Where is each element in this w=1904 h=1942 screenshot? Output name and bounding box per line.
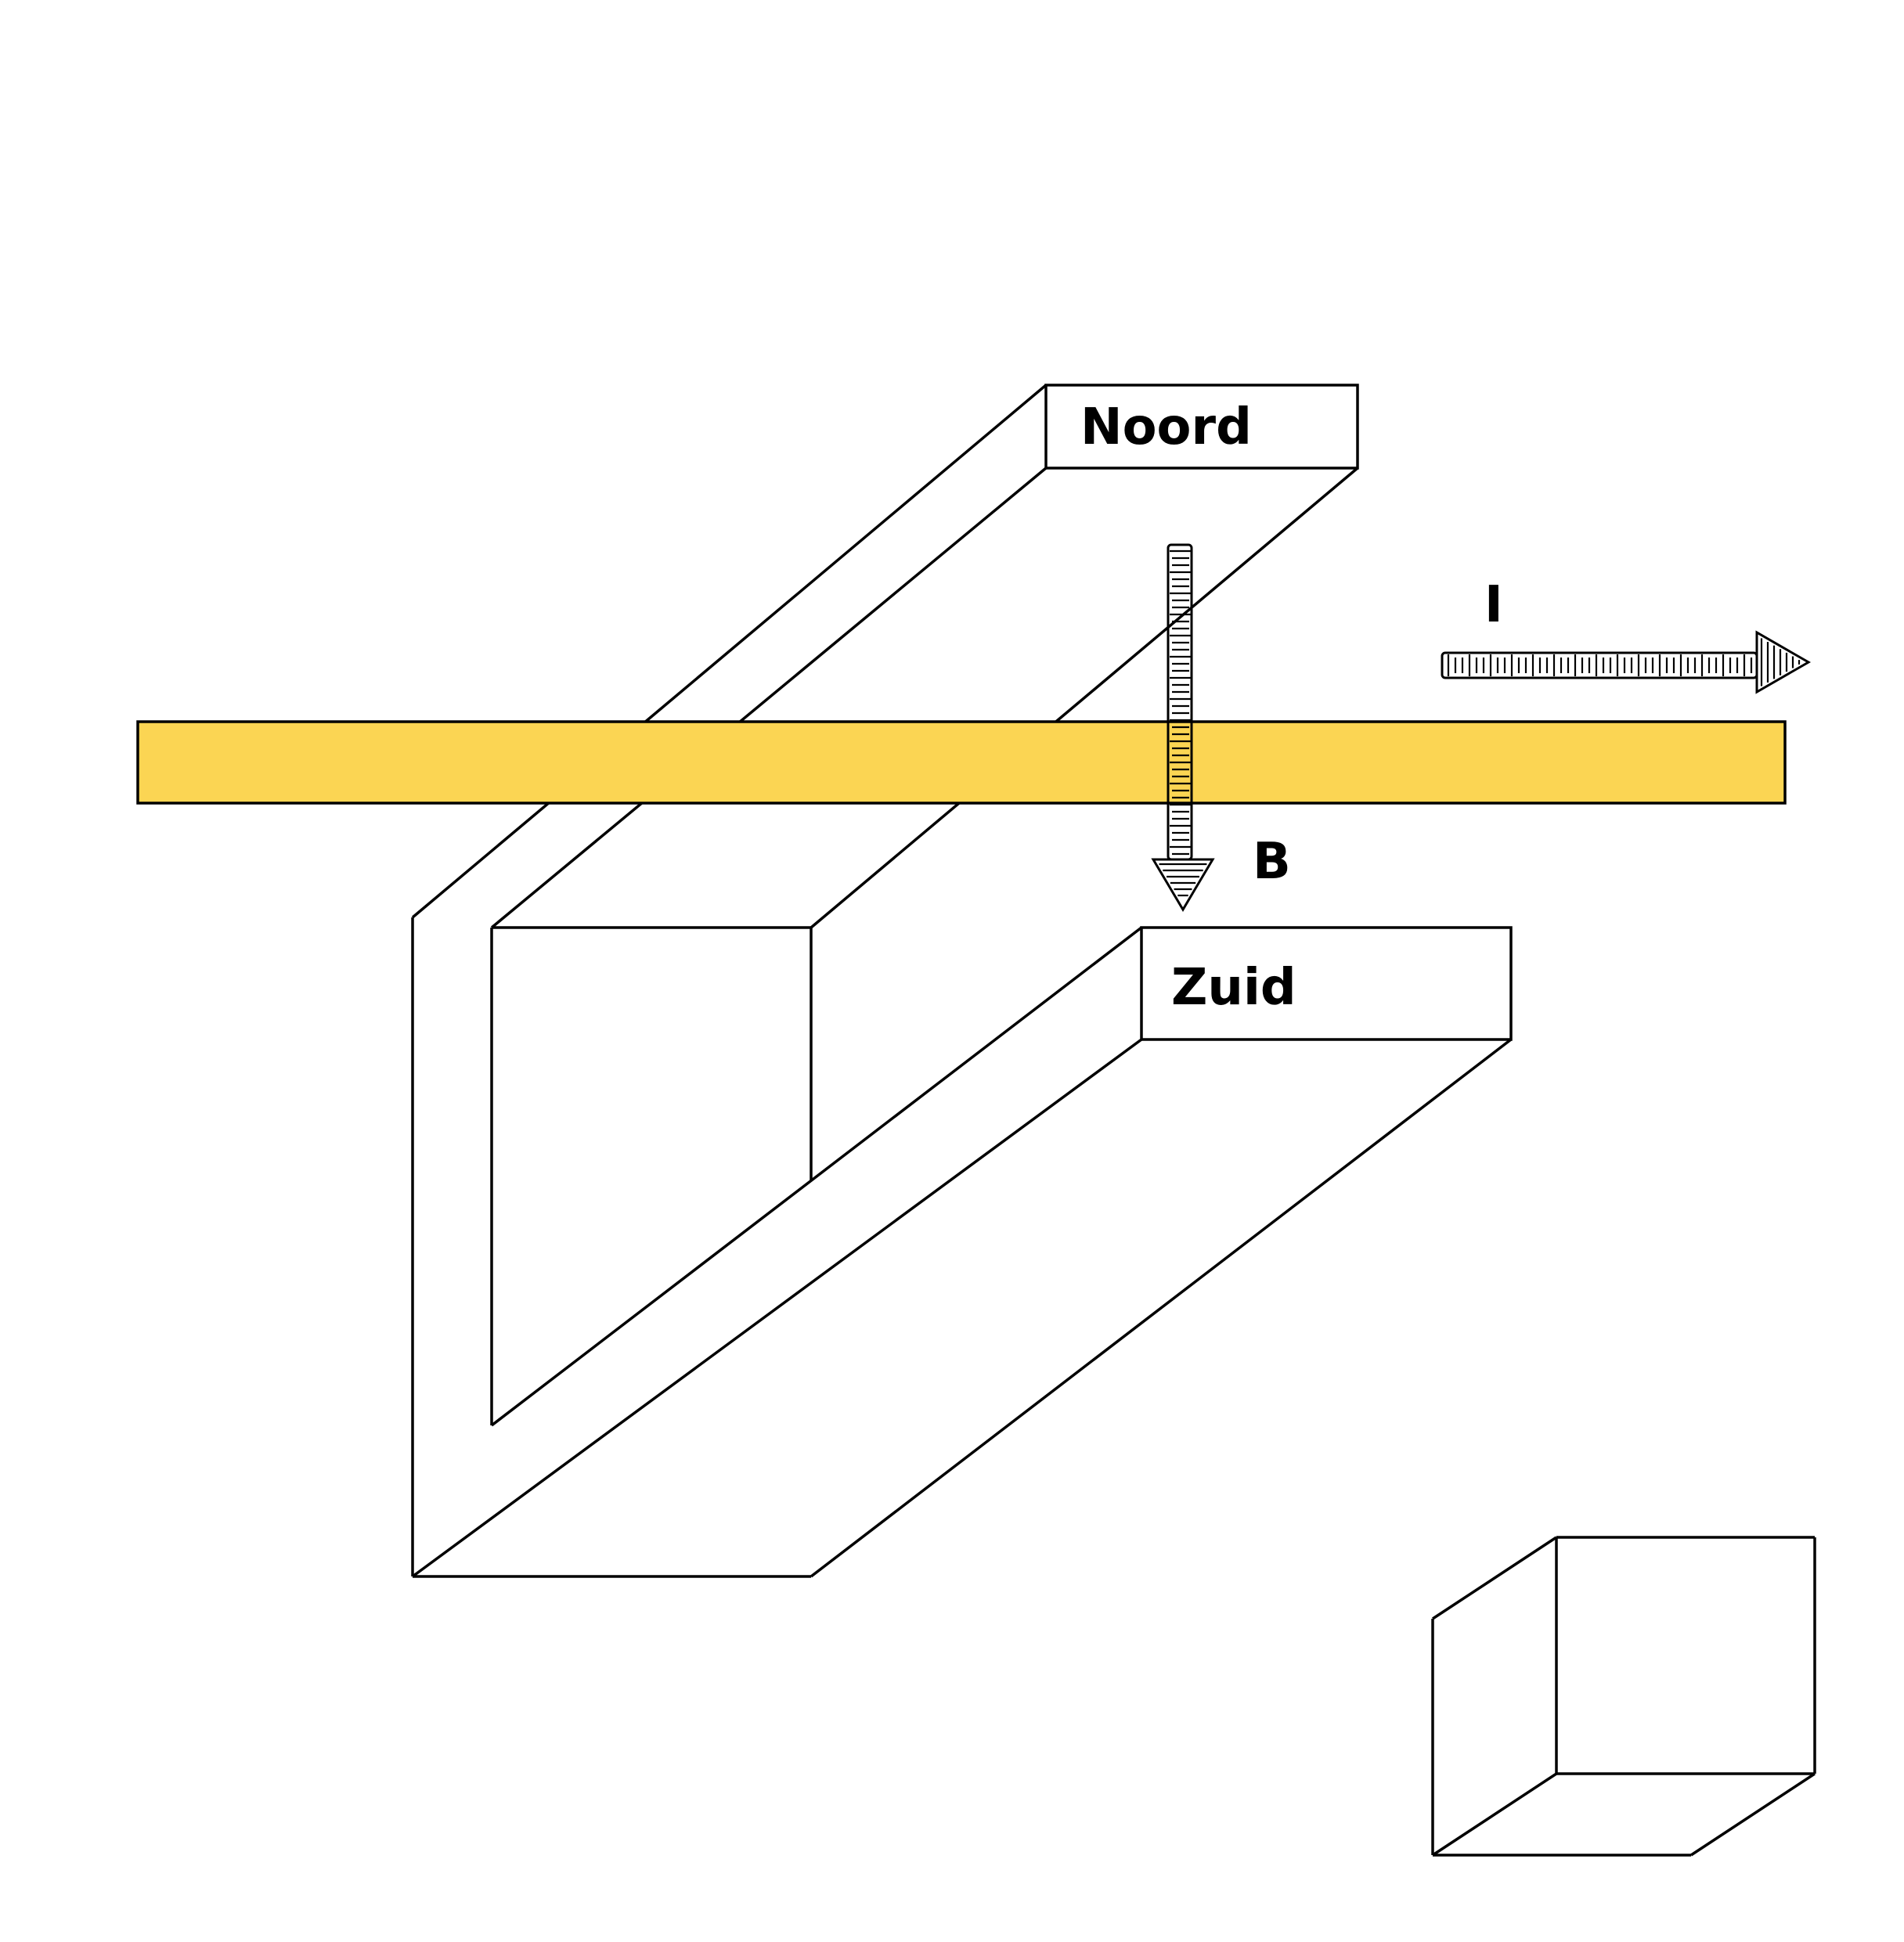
arrow-down-icon — [1151, 543, 1215, 912]
field-label: B — [1253, 833, 1291, 891]
south-pole-label: Zuid — [1171, 959, 1296, 1017]
horseshoe-magnet — [411, 384, 1513, 1578]
current-arrow — [1441, 630, 1812, 694]
north-pole-label: Noord — [1080, 398, 1252, 456]
arrow-right-icon — [1441, 630, 1812, 694]
conductor-bar — [136, 720, 1787, 805]
reference-cube — [1431, 1536, 1816, 1857]
current-label: I — [1484, 576, 1503, 634]
field-arrow — [1151, 543, 1215, 912]
